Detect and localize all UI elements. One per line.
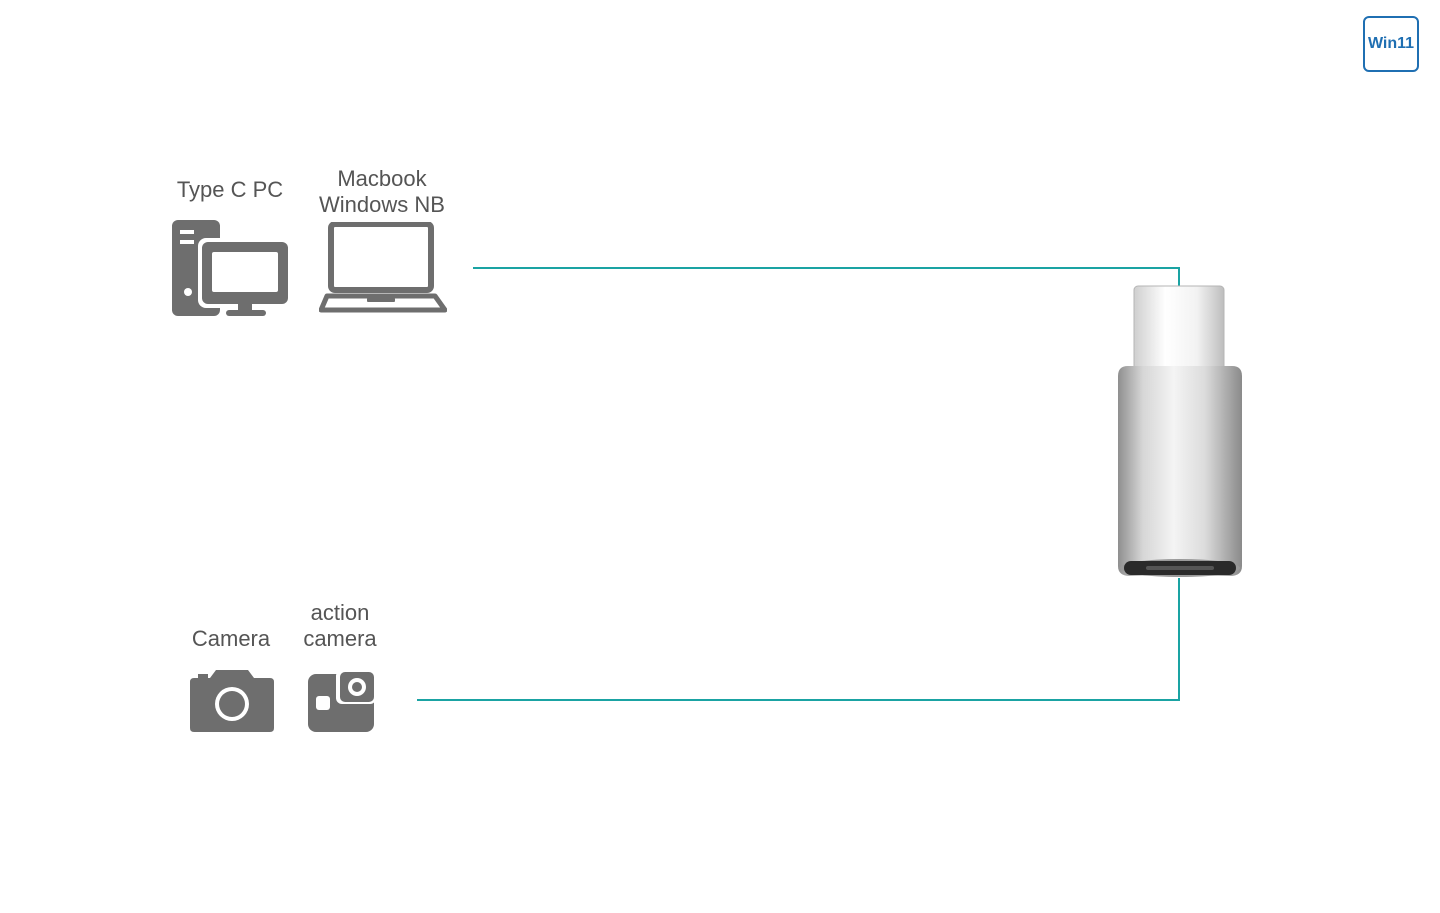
camera-label: Camera bbox=[191, 626, 271, 651]
type-c-pc-label: Type C PC bbox=[176, 177, 284, 202]
action-camera-icon bbox=[308, 670, 376, 732]
laptop-label-line2: Windows NB bbox=[319, 192, 445, 217]
bottom-connector-line bbox=[417, 578, 1180, 701]
action-camera-label-line2: camera bbox=[303, 626, 377, 651]
camera-icon bbox=[190, 670, 274, 732]
laptop-label-line1: Macbook bbox=[337, 166, 427, 191]
desktop-pc-icon bbox=[172, 220, 290, 316]
usb-c-adapter-image bbox=[1118, 285, 1242, 577]
win11-badge: Win11 bbox=[1363, 16, 1419, 72]
action-camera-label: action camera bbox=[290, 600, 390, 652]
top-connector-line bbox=[473, 267, 1180, 292]
laptop-icon bbox=[319, 222, 447, 313]
action-camera-label-line1: action bbox=[310, 600, 370, 625]
laptop-label: Macbook Windows NB bbox=[302, 166, 462, 218]
win11-badge-label: Win11 bbox=[1367, 35, 1415, 52]
